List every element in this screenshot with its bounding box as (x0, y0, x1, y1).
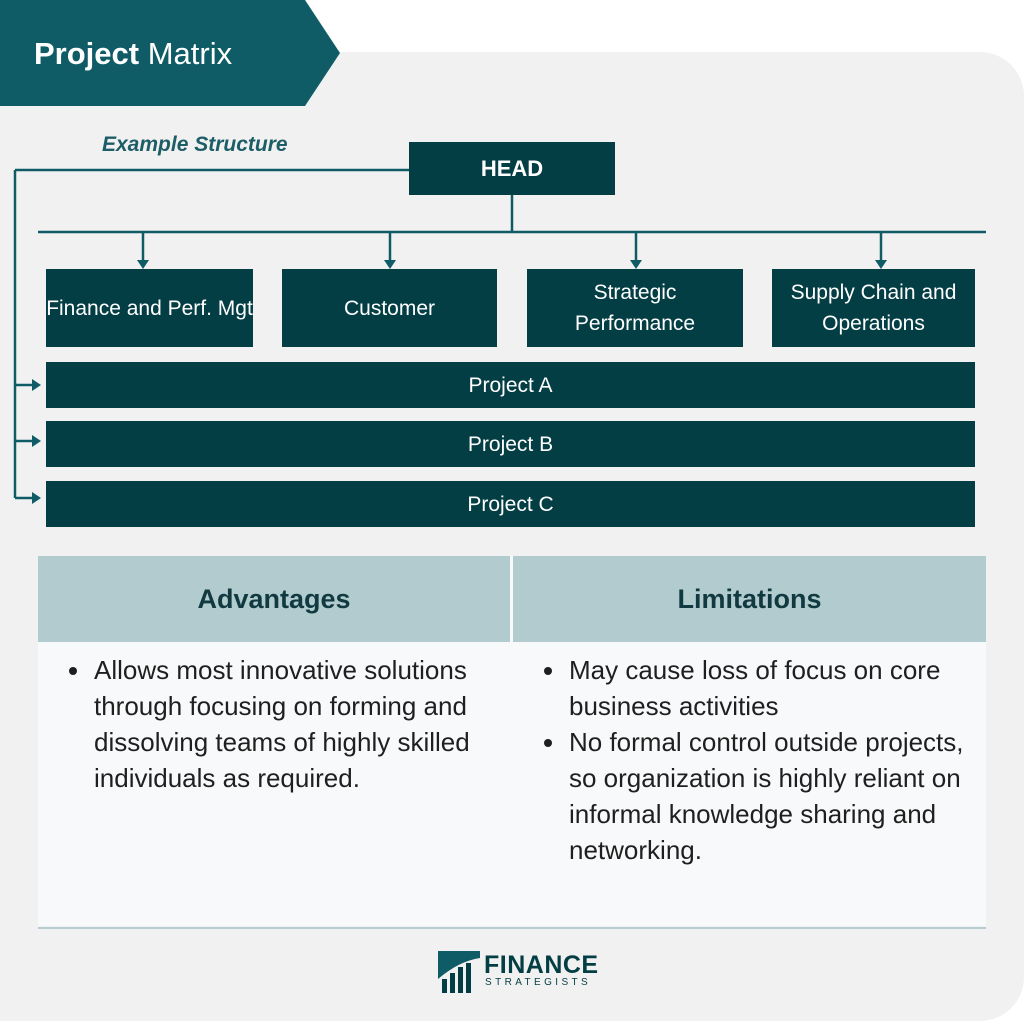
project-c-bar: Project C (46, 481, 975, 527)
page-title: Project Matrix (34, 34, 232, 74)
limitations-list: May cause loss of focus on core business… (513, 652, 986, 868)
department-strategic-performance: Strategic Performance (527, 269, 743, 347)
limitation-item: No formal control outside projects, so o… (544, 724, 986, 868)
limitations-heading: Limitations (513, 556, 986, 642)
department-supply-chain: Supply Chain and Operations (772, 269, 975, 347)
advantages-list: Allows most innovative solutions through… (38, 652, 510, 796)
brand-name: FINANCE (484, 951, 599, 979)
finance-strategists-logo-icon (438, 951, 480, 993)
diagram-caption: Example Structure (102, 133, 288, 156)
title-rest: Matrix (139, 36, 233, 71)
department-customer: Customer (282, 269, 497, 347)
brand-subtitle: STRATEGISTS (485, 977, 592, 988)
project-b-bar: Project B (46, 421, 975, 467)
project-a-bar: Project A (46, 362, 975, 408)
department-finance: Finance and Perf. Mgt (46, 269, 253, 347)
advantages-heading: Advantages (38, 556, 510, 642)
advantage-item: Allows most innovative solutions through… (69, 652, 510, 796)
connector-lines (13, 168, 986, 504)
head-box: HEAD (409, 142, 615, 195)
comparison-table: Advantages Limitations Allows most innov… (38, 556, 986, 929)
title-banner (0, 0, 340, 106)
limitation-item: May cause loss of focus on core business… (544, 652, 986, 724)
title-bold: Project (34, 36, 140, 71)
